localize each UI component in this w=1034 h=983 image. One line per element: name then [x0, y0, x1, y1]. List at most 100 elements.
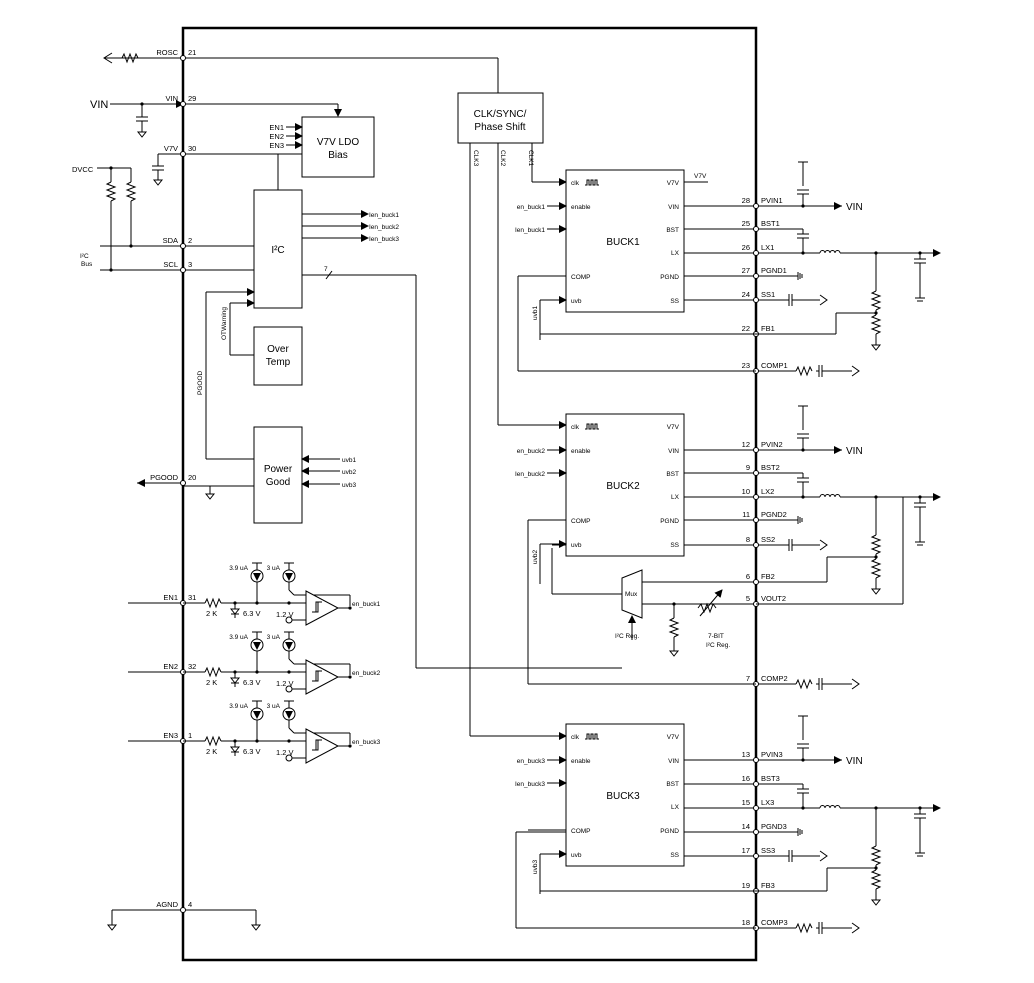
pin-number: 23: [742, 361, 750, 370]
buck-pin-label: LX: [671, 804, 680, 811]
current-source-value: 3 uA: [267, 565, 281, 572]
buck2-routing: [527, 497, 904, 685]
pin-name: PVIN3: [761, 750, 783, 759]
current-source-value: 3 uA: [267, 703, 281, 710]
buck-pin-label: enable: [571, 448, 591, 455]
svg-text:EN3: EN3: [269, 141, 284, 150]
pin-name: FB2: [761, 572, 775, 581]
svg-text:Good: Good: [266, 477, 290, 488]
pin-number: 11: [742, 510, 750, 519]
pin-number: 22: [742, 324, 750, 333]
vout2-mux-section: Mux I²C Reg. 7-BIT I²C Reg.: [551, 548, 827, 657]
buck-pin-label: uvb: [571, 852, 582, 859]
pin-name: BST1: [761, 219, 780, 228]
pin-name: AGND: [156, 900, 178, 909]
vin-external-label: VIN: [846, 756, 863, 767]
buck3-routing: [515, 831, 876, 929]
buck-pin-label: BST: [666, 227, 679, 234]
svg-text:I²C Reg.: I²C Reg.: [706, 642, 730, 649]
svg-text:V7V LDO: V7V LDO: [317, 137, 359, 148]
pin-name: SCL: [163, 260, 178, 269]
zener-value: 6.3 V: [243, 609, 261, 618]
pin-name: PGND2: [761, 510, 787, 519]
ien-input-label: Ien_buck3: [515, 781, 545, 788]
pin-number: 7: [746, 674, 750, 683]
buck-pin-label: LX: [671, 494, 680, 501]
pin-number: 3: [188, 260, 192, 269]
pin-name: PVIN2: [761, 440, 783, 449]
buck-pin-label: clk: [571, 180, 580, 187]
pin-number: 16: [742, 774, 750, 783]
vin-external-label: VIN: [90, 99, 108, 111]
svg-text:uvb2: uvb2: [342, 469, 356, 476]
svg-text:Power: Power: [264, 464, 293, 475]
svg-text:EN2: EN2: [269, 132, 284, 141]
pin-name: V7V: [164, 144, 178, 153]
pin-name: EN2: [163, 662, 178, 671]
pin-number: 20: [188, 473, 196, 482]
pin-number: 29: [188, 94, 196, 103]
pin-number: 17: [742, 846, 750, 855]
enable-output-label: en_buck3: [352, 739, 381, 746]
pin-name: BST2: [761, 463, 780, 472]
pin-name: PGND3: [761, 822, 787, 831]
pin-number: 13: [742, 750, 750, 759]
svg-text:Ien_buck2: Ien_buck2: [369, 224, 399, 231]
buck-pin-label: PGND: [660, 274, 679, 281]
pin-name: PVIN1: [761, 196, 783, 205]
buck-pin-label: SS: [670, 852, 679, 859]
pin-name: SS3: [761, 846, 775, 855]
uvb-label: uvb1: [532, 306, 539, 320]
pin-name: COMP2: [761, 674, 788, 683]
pin-name: COMP1: [761, 361, 788, 370]
dvcc-label: DVCC: [72, 165, 94, 174]
pin-name: COMP3: [761, 918, 788, 927]
resistor-value: 2 K: [206, 678, 217, 687]
buck-pin-label: V7V: [667, 424, 680, 431]
buck-pin-label: SS: [670, 542, 679, 549]
left-pin-agnd: AGND 4: [106, 900, 262, 931]
buck-pin-label: uvb: [571, 298, 582, 305]
svg-text:CLK/SYNC/: CLK/SYNC/: [474, 109, 527, 120]
buck-pin-label: BST: [666, 781, 679, 788]
buck-pin-label: VIN: [668, 758, 679, 765]
svg-text:CLK3: CLK3: [472, 150, 479, 167]
buck-block-3: BUCK3clkenableCOMPuvbV7VVINBSTLXPGNDSSen…: [515, 723, 685, 894]
enable-input-label: en_buck2: [517, 448, 546, 455]
pin-name: FB3: [761, 881, 775, 890]
svg-text:CLK2: CLK2: [499, 150, 506, 167]
v7v-label: V7V: [694, 173, 707, 180]
svg-text:I²C: I²C: [271, 245, 284, 256]
buck-pin-label: COMP: [571, 828, 591, 835]
buck-pin-label: COMP: [571, 274, 591, 281]
svg-text:7-BIT: 7-BIT: [708, 633, 724, 640]
pin-number: 1: [188, 731, 192, 740]
pin-number: 8: [746, 535, 750, 544]
enable-input-label: en_buck1: [517, 204, 546, 211]
pgood-signal-label: PGOOD: [197, 370, 204, 395]
buck-pin-label: VIN: [668, 448, 679, 455]
i2c-bus-label: Bus: [81, 261, 93, 268]
left-pin-v7v: V7V 30: [152, 144, 302, 186]
svg-text:uvb1: uvb1: [342, 457, 356, 464]
pin-number: 19: [742, 881, 750, 890]
buck-pin-label: VIN: [668, 204, 679, 211]
svg-text:EN1: EN1: [269, 123, 284, 132]
pin-number: 21: [188, 48, 196, 57]
svg-text:Ien_buck3: Ien_buck3: [369, 236, 399, 243]
enable-input-label: en_buck3: [517, 758, 546, 765]
buck-block-1: BUCK1clkenableCOMPuvbV7VVINBSTLXPGNDSSen…: [515, 169, 708, 340]
buck-pin-label: COMP: [571, 518, 591, 525]
buck-pin-label: V7V: [667, 180, 680, 187]
current-source-value: 3.9 uA: [229, 565, 248, 572]
buck-pin-label: uvb: [571, 542, 582, 549]
resistor-value: 2 K: [206, 609, 217, 618]
pin-name: PGND1: [761, 266, 787, 275]
pin-name: VOUT2: [761, 594, 786, 603]
buck-pin-label: PGND: [660, 828, 679, 835]
